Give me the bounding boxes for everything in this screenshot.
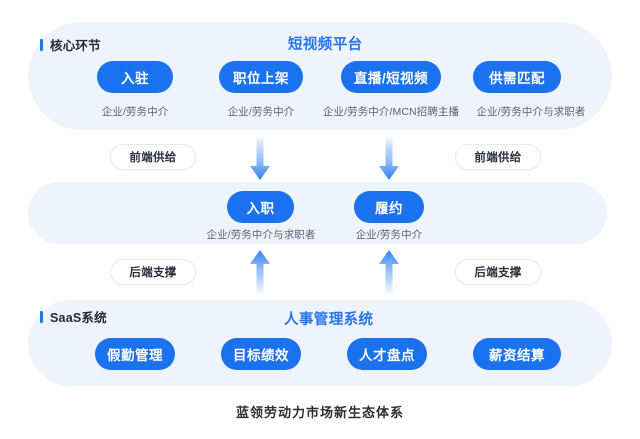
panel-middle-section [28, 182, 607, 244]
node-caption-zhiwei: 企业/劳务中介 [227, 106, 295, 118]
arrow-down-icon [249, 136, 271, 182]
node-xinzi-jiesuan[interactable]: 薪资结算 [473, 338, 561, 370]
node-zhiwei-shangjia[interactable]: 职位上架 [219, 61, 303, 93]
node-caption-lvyue: 企业/劳务中介 [355, 229, 423, 241]
section-marker-icon [40, 38, 43, 51]
arrow-down-icon [378, 136, 400, 182]
node-lvyue[interactable]: 履约 [354, 191, 424, 223]
node-ruzhu[interactable]: 入驻 [97, 61, 173, 93]
section-marker-icon [40, 310, 43, 323]
connector-back-support-left[interactable]: 后端支撑 [110, 259, 196, 285]
node-caption-gongxu: 企业/劳务中介与求职者 [476, 106, 586, 118]
figure-caption: 蓝领劳动力市场新生态体系 [235, 405, 404, 420]
node-mubiao-jixiao[interactable]: 目标绩效 [221, 338, 301, 370]
arrow-up-icon [249, 248, 271, 294]
node-rencai-pandian[interactable]: 人才盘点 [347, 338, 427, 370]
section-tag-core-label: 核心环节 [50, 39, 101, 53]
group-title-hr-system: 人事管理系统 [284, 312, 374, 328]
node-zhibo-duanshipin[interactable]: 直播/短视频 [341, 61, 441, 93]
node-caption-zhibo: 企业/劳务中介/MCN招聘主播 [322, 106, 460, 118]
node-jiaqin-guanli[interactable]: 假勤管理 [95, 338, 175, 370]
connector-front-supply-left[interactable]: 前端供给 [110, 144, 196, 170]
section-tag-saas: SaaS系统 [40, 307, 107, 326]
connector-front-supply-right[interactable]: 前端供给 [455, 144, 541, 170]
node-caption-ruzhi: 企业/劳务中介与求职者 [206, 229, 316, 241]
group-title-short-video-platform: 短视频平台 [288, 37, 363, 53]
node-gongxu-pipei[interactable]: 供需匹配 [473, 61, 561, 93]
arrow-up-icon [378, 248, 400, 294]
section-tag-core: 核心环节 [40, 35, 101, 54]
node-ruzhi[interactable]: 入职 [227, 191, 294, 223]
node-caption-ruzhu: 企业/劳务中介 [101, 106, 169, 118]
section-tag-saas-label: SaaS系统 [50, 311, 107, 325]
connector-back-support-right[interactable]: 后端支撑 [455, 259, 541, 285]
